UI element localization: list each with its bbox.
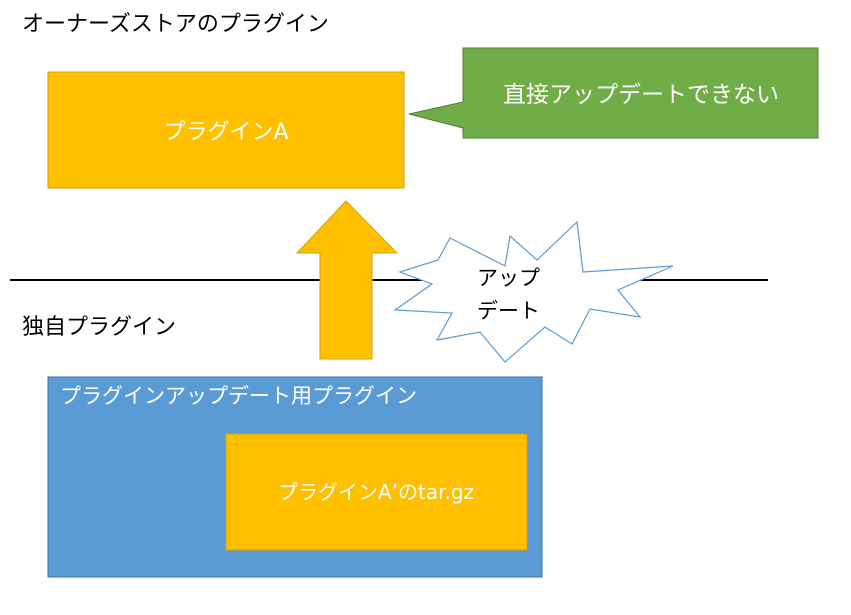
cannot-update-callout <box>408 47 819 139</box>
plugin-a-label: プラグインA <box>163 120 288 145</box>
plugin-a-box <box>47 71 405 189</box>
plugin-a-prime-archive-box <box>225 433 528 551</box>
updater-plugin-label: プラグインアップデート用プラグイン <box>60 384 417 408</box>
owners-store-plugin-label: オーナーズストアのプラグイン <box>22 12 329 37</box>
cannot-update-callout-text: 直接アップデートできない <box>503 82 779 108</box>
update-burst-shape <box>393 220 674 363</box>
plugin-a-prime-archive-label: プラグインA’のtar.gz <box>278 480 474 504</box>
custom-plugin-label: 独自プラグイン <box>22 315 176 340</box>
update-burst-text-line2: デート <box>477 299 540 323</box>
update-burst-text-line1: アップ <box>477 266 540 290</box>
up-arrow-icon <box>295 200 399 360</box>
